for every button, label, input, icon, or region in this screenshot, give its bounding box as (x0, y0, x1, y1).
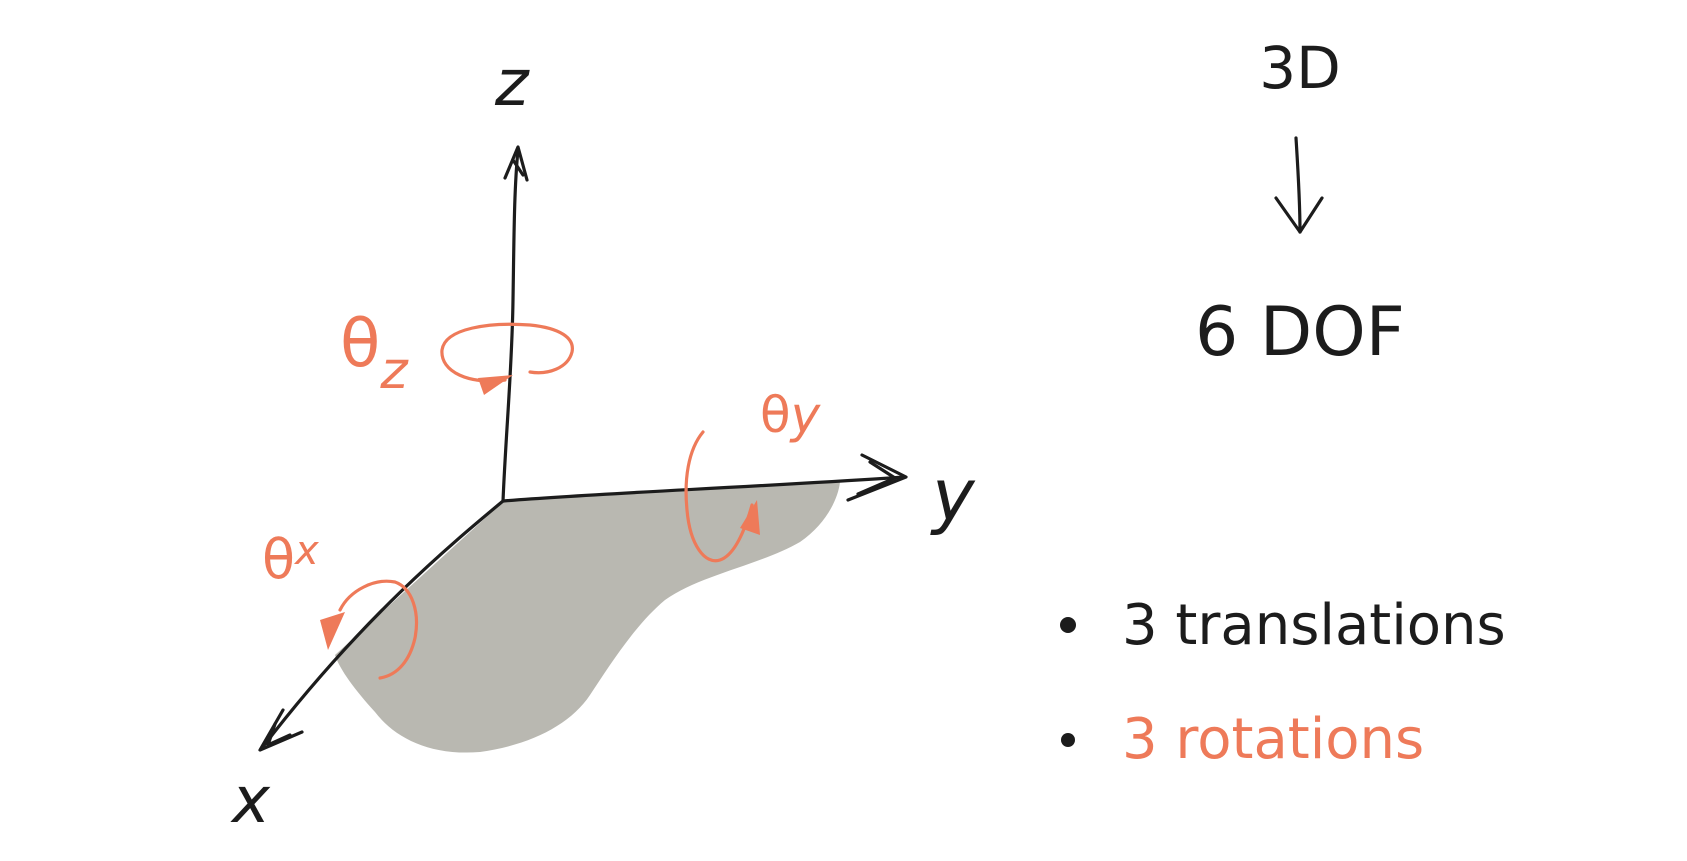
y-axis (501, 453, 908, 503)
theta-y-symbol: θ (760, 386, 791, 444)
theta-z-subscript: z (379, 341, 409, 401)
bullet-dot (1060, 617, 1076, 633)
theta-x-subscript: x (293, 528, 319, 574)
theta-y-subscript: y (789, 386, 822, 444)
dof-label: 6 DOF (1195, 293, 1405, 372)
x-axis-label: x (230, 764, 271, 838)
y-axis-label: y (930, 453, 976, 537)
down-arrow-icon (1274, 136, 1324, 234)
bullet-list: 3 translations 3 rotations (1060, 593, 1506, 772)
bullet-text-translations: 3 translations (1122, 593, 1506, 658)
bullet-text-rotations: 3 rotations (1122, 707, 1424, 772)
rigid-body-surface (335, 482, 840, 753)
rotation-x-arrow (320, 579, 419, 680)
list-item-rotations: 3 rotations (1061, 707, 1424, 772)
theta-z-label: θz (340, 305, 409, 401)
z-axis (501, 145, 529, 503)
list-item-translations: 3 translations (1060, 593, 1506, 658)
rotation-y-arrow (684, 430, 760, 563)
z-axis-label: z (494, 47, 530, 121)
x-axis (258, 499, 505, 752)
bullet-dot (1061, 733, 1075, 747)
theta-y-label: θy (760, 386, 822, 444)
dimension-label: 3D (1259, 34, 1341, 102)
theta-z-symbol: θ (340, 305, 380, 382)
theta-x-symbol: θ (262, 528, 295, 591)
rotation-z-arrow (440, 322, 574, 395)
theta-x-label: θx (262, 528, 319, 591)
